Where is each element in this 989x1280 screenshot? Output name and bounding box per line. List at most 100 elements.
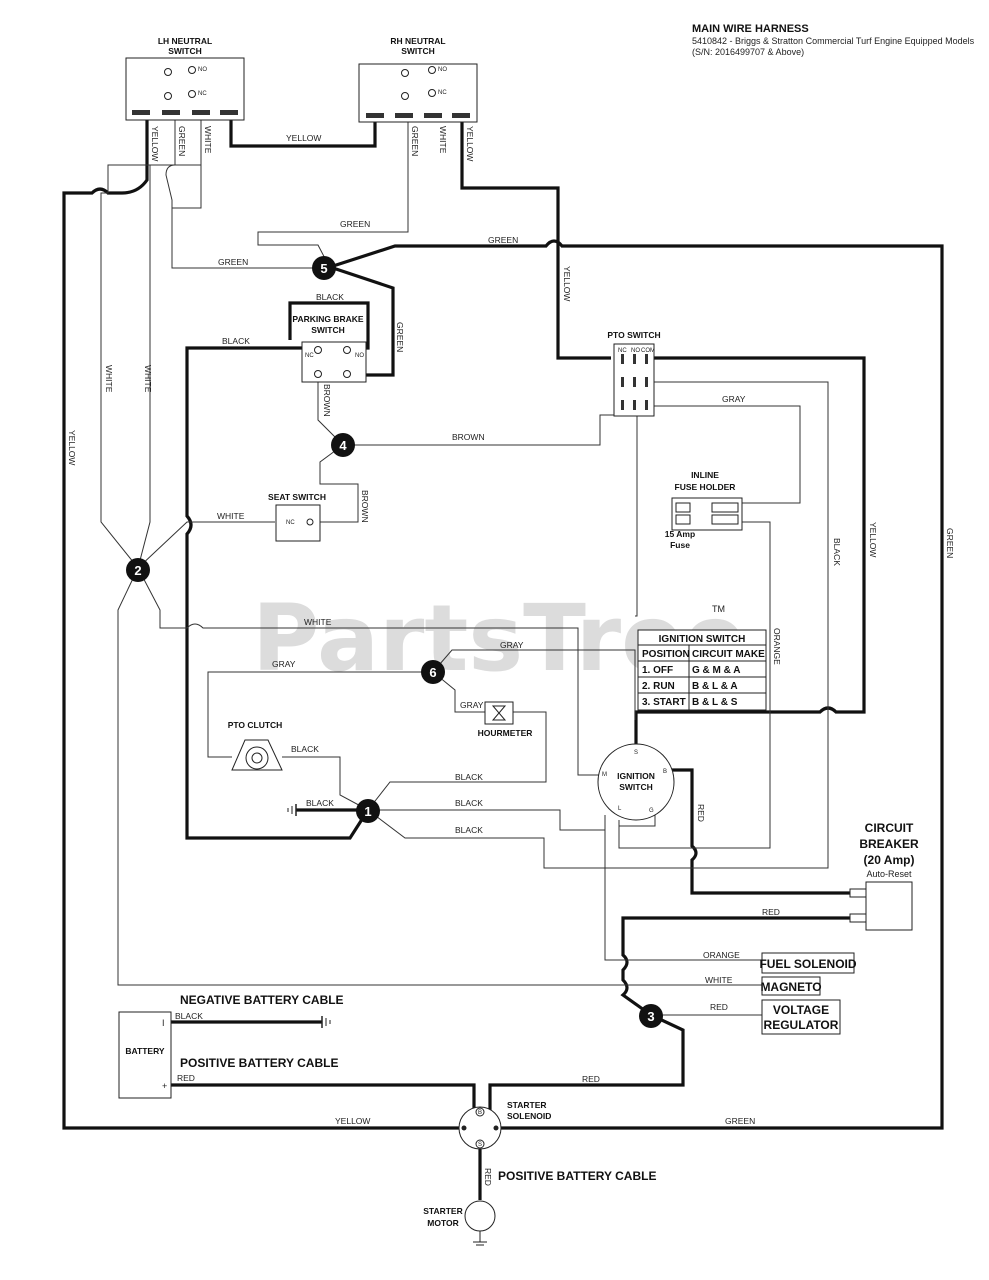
svg-text:GREEN: GREEN: [945, 528, 955, 558]
svg-text:BLACK: BLACK: [291, 744, 319, 754]
svg-text:SWITCH: SWITCH: [401, 46, 435, 56]
svg-text:B: B: [663, 769, 667, 775]
rh-neutral-switch: RH NEUTRAL SWITCH NO NC: [358, 36, 478, 123]
svg-text:GREEN: GREEN: [177, 126, 187, 156]
svg-text:3: 3: [647, 1009, 654, 1024]
svg-text:GRAY: GRAY: [272, 659, 296, 669]
svg-text:RED: RED: [582, 1074, 600, 1084]
svg-text:BLACK: BLACK: [306, 798, 334, 808]
svg-text:2. RUN: 2. RUN: [642, 681, 675, 692]
svg-text:BROWN: BROWN: [360, 490, 370, 523]
ground-icon: [321, 1016, 331, 1028]
svg-text:RED: RED: [483, 1168, 493, 1186]
svg-text:G & M & A: G & M & A: [692, 665, 741, 676]
node-4: 4: [331, 433, 355, 457]
svg-text:STARTER: STARTER: [507, 1100, 547, 1110]
circuit-breaker: CIRCUIT BREAKER (20 Amp) Auto-Reset: [849, 821, 919, 931]
svg-text:SWITCH: SWITCH: [619, 782, 653, 792]
svg-text:1: 1: [364, 804, 371, 819]
svg-text:BROWN: BROWN: [452, 432, 485, 442]
svg-text:WHITE: WHITE: [203, 126, 213, 154]
svg-text:SWITCH: SWITCH: [168, 46, 202, 56]
svg-text:BREAKER: BREAKER: [859, 837, 919, 851]
svg-text:CIRCUIT MAKE: CIRCUIT MAKE: [692, 649, 765, 660]
svg-text:BLACK: BLACK: [455, 798, 483, 808]
svg-text:Auto-Reset: Auto-Reset: [866, 869, 912, 879]
svg-text:Fuse: Fuse: [670, 540, 690, 550]
svg-text:NO: NO: [631, 348, 640, 354]
svg-text:GRAY: GRAY: [500, 640, 524, 650]
svg-text:B: B: [478, 1110, 482, 1116]
svg-text:RED: RED: [762, 907, 780, 917]
starter-solenoid: B S STARTER SOLENOID: [458, 1100, 551, 1150]
node-5: 5: [312, 256, 336, 280]
svg-text:INLINE: INLINE: [691, 470, 719, 480]
svg-text:NO: NO: [438, 67, 447, 73]
pto-clutch: PTO CLUTCH: [228, 720, 283, 771]
node-3: 3: [639, 1004, 663, 1028]
svg-text:NC: NC: [618, 348, 627, 354]
lh-neutral-switch: LH NEUTRAL SWITCH NO NC: [125, 36, 245, 121]
svg-text:NO: NO: [198, 67, 207, 73]
svg-text:COM: COM: [641, 348, 655, 354]
diagram-title: MAIN WIRE HARNESS: [692, 23, 809, 35]
svg-text:GREEN: GREEN: [725, 1116, 755, 1126]
svg-text:BLACK: BLACK: [175, 1011, 203, 1021]
svg-text:GRAY: GRAY: [722, 394, 746, 404]
svg-text:LH NEUTRAL: LH NEUTRAL: [158, 36, 212, 46]
svg-text:RED: RED: [710, 1002, 728, 1012]
ignition-table: IGNITION SWITCH POSITION CIRCUIT MAKE 1.…: [637, 629, 767, 711]
watermark-tm: TM: [712, 604, 725, 614]
svg-text:IGNITION: IGNITION: [617, 771, 655, 781]
positive-cable-label-2: POSITIVE BATTERY CABLE: [498, 1169, 656, 1183]
wire-labels: YELLOW YELLOW GREEN WHITE GREEN WHITE YE…: [67, 126, 955, 1186]
thin-wires: [100, 115, 829, 1016]
svg-text:M: M: [602, 772, 607, 778]
positive-cable-label: POSITIVE BATTERY CABLE: [180, 1056, 338, 1070]
node-6: 6: [421, 660, 445, 684]
svg-text:I: I: [162, 1018, 165, 1028]
svg-text:FUSE HOLDER: FUSE HOLDER: [675, 482, 736, 492]
svg-text:GREEN: GREEN: [218, 257, 248, 267]
svg-text:NC: NC: [198, 91, 207, 97]
hourmeter: HOURMETER: [478, 701, 532, 738]
svg-text:WHITE: WHITE: [104, 365, 114, 393]
thick-wires: [62, 115, 944, 1200]
svg-text:RED: RED: [177, 1073, 195, 1083]
svg-text:YELLOW: YELLOW: [286, 133, 321, 143]
svg-text:GREEN: GREEN: [410, 126, 420, 156]
svg-text:STARTER: STARTER: [423, 1206, 463, 1216]
svg-text:SOLENOID: SOLENOID: [507, 1111, 551, 1121]
battery: BATTERY I +: [118, 1011, 172, 1099]
svg-text:BATTERY: BATTERY: [125, 1046, 165, 1056]
svg-text:SEAT SWITCH: SEAT SWITCH: [268, 492, 326, 502]
svg-text:CIRCUIT: CIRCUIT: [865, 821, 914, 835]
parking-brake-switch: PARKING BRAKE SWITCH NC NO: [292, 314, 367, 383]
svg-text:BLACK: BLACK: [316, 292, 344, 302]
svg-text:BLACK: BLACK: [832, 538, 842, 566]
svg-text:BLACK: BLACK: [455, 825, 483, 835]
svg-text:BROWN: BROWN: [322, 384, 332, 417]
seat-switch: SEAT SWITCH NC: [268, 492, 326, 542]
svg-text:BLACK: BLACK: [455, 772, 483, 782]
svg-text:GREEN: GREEN: [395, 322, 405, 352]
svg-text:NC: NC: [305, 353, 314, 359]
svg-text:GRAY: GRAY: [460, 700, 484, 710]
svg-text:GREEN: GREEN: [340, 219, 370, 229]
inline-fuse-holder: INLINE FUSE HOLDER 15 Amp Fuse: [665, 470, 743, 550]
svg-text:YELLOW: YELLOW: [335, 1116, 370, 1126]
svg-text:B & L & A: B & L & A: [692, 681, 738, 692]
voltage-regulator: VOLTAGE REGULATOR: [761, 999, 841, 1035]
svg-text:NC: NC: [286, 520, 295, 526]
svg-text:(20 Amp): (20 Amp): [864, 853, 915, 867]
svg-text:YELLOW: YELLOW: [868, 522, 878, 557]
svg-text:3. START: 3. START: [642, 697, 686, 708]
starter-motor: STARTER MOTOR: [423, 1200, 496, 1246]
svg-text:YELLOW: YELLOW: [465, 126, 475, 161]
svg-text:5: 5: [320, 261, 327, 276]
negative-cable-label: NEGATIVE BATTERY CABLE: [180, 993, 344, 1007]
svg-text:NO: NO: [355, 353, 364, 359]
svg-text:PARKING BRAKE: PARKING BRAKE: [292, 314, 363, 324]
svg-text:G: G: [649, 808, 654, 814]
